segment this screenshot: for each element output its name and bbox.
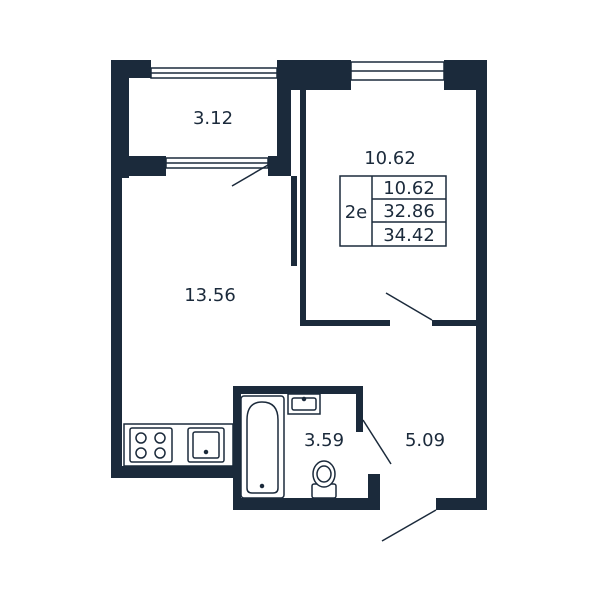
wall-kitchen-right-stub [291, 176, 297, 266]
wall-right [476, 60, 487, 510]
wall-bottom-kitchen [111, 466, 233, 478]
wall-balcony-left [111, 60, 129, 178]
stove [129, 427, 173, 463]
room-area-bedroom: 10.62 [364, 148, 416, 169]
wall-balcony-bottom-left [111, 156, 166, 176]
wall-bedroom-bottom-right [432, 320, 482, 326]
wall-bedroom-top-left [291, 60, 351, 90]
door-bedroom [385, 292, 433, 321]
total-area-with-balcony: 34.42 [383, 225, 435, 246]
summary-box [339, 175, 447, 247]
windows [150, 61, 445, 169]
burner-icon [154, 432, 166, 444]
walls [111, 60, 487, 510]
wall-right-top-block [460, 60, 487, 90]
kitchen-counter [123, 423, 234, 467]
wall-left [111, 60, 122, 478]
burner-icon [135, 432, 147, 444]
room-area-hallway: 5.09 [405, 430, 445, 451]
bathtub-basin [246, 401, 279, 494]
drain-icon [259, 483, 265, 489]
bathroom-fixtures [240, 393, 337, 499]
kitchen-sink-basin [192, 431, 220, 459]
door-bathroom [362, 419, 392, 465]
wall-bathroom-top [233, 386, 363, 394]
wall-bottom-hallway [436, 498, 487, 510]
drain-icon [203, 449, 209, 455]
tap-icon [301, 396, 307, 402]
wall-bathroom-right-lower [368, 474, 380, 510]
door-balcony [231, 164, 269, 187]
burner-icon [135, 447, 147, 459]
area-summary [339, 175, 447, 247]
wall-bathroom-bottom [233, 498, 380, 510]
room-area-bathroom: 3.59 [304, 430, 344, 451]
room-area-balcony: 3.12 [193, 108, 233, 129]
wall-balcony-bottom-right [268, 156, 291, 176]
door-entrance [381, 509, 437, 542]
burner-icon [154, 447, 166, 459]
apartment-type-code: 2e [345, 202, 368, 223]
total-area: 32.86 [383, 201, 435, 222]
toilet-seat [316, 465, 332, 483]
wall-central-column-lower [277, 60, 291, 158]
wall-bathroom-right [356, 386, 363, 432]
wall-bathroom-left [233, 386, 241, 506]
wall-bedroom-left [300, 90, 306, 326]
room-area-kitchen-living: 13.56 [184, 285, 236, 306]
wall-bedroom-bottom-left [300, 320, 390, 326]
living-area: 10.62 [383, 178, 435, 199]
doors [231, 164, 437, 542]
